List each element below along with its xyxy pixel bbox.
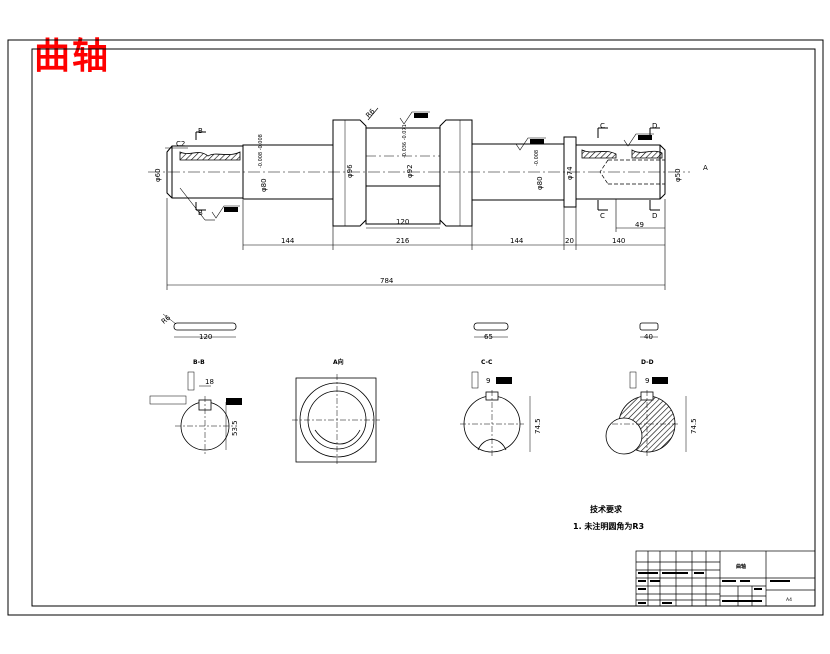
dim-d60: φ60 (154, 168, 162, 182)
section-title-dd: D-D (641, 359, 654, 366)
dim-d80-left: φ80 (260, 178, 268, 192)
dim-d96: φ96 (346, 164, 354, 178)
dim-d80-left-tol: -0.008 -0.008 (258, 134, 264, 168)
shaft-main-view (148, 119, 690, 227)
bb-dim-18: 18 (205, 378, 214, 386)
dim-784: 784 (380, 277, 394, 285)
dd-dim-9: 9 (645, 377, 649, 385)
cut-label-b-bottom: B (198, 209, 203, 217)
title-block-fill-marks (638, 572, 790, 604)
section-a-view (292, 374, 380, 466)
key-dim-65: 65 (484, 333, 493, 341)
roughness-marks (211, 111, 654, 219)
key-details (162, 313, 659, 338)
cc-dim-9: 9 (486, 377, 490, 385)
dim-120: 120 (396, 218, 409, 226)
dim-144-left: 144 (281, 237, 295, 245)
cc-dim-74: 74.5 (534, 418, 542, 434)
dim-d74: φ74 (566, 166, 574, 180)
cut-label-c-bottom: C (600, 212, 605, 220)
dim-d92: φ92 (406, 164, 414, 178)
dim-d80-right-tol: -0.008 (534, 150, 540, 166)
main-dim-lines (165, 107, 666, 290)
key-dim-40: 40 (644, 333, 653, 341)
title-block-part-name: 曲轴 (736, 563, 746, 570)
cut-plane-markers (195, 127, 660, 211)
dim-144-right: 144 (510, 237, 524, 245)
title-block-sheet: A4 (786, 597, 792, 603)
drawing-title: 曲轴 (34, 35, 111, 77)
dim-216: 216 (396, 237, 410, 245)
dim-49: 49 (635, 221, 644, 229)
symbol-a: A (703, 164, 708, 172)
bb-dim-53: 53.5 (231, 420, 239, 436)
dim-140: 140 (612, 237, 625, 245)
dim-r6: R6 (364, 107, 377, 120)
title-block (635, 550, 816, 607)
section-bb (175, 385, 236, 456)
section-cc (460, 390, 531, 458)
dim-d92-tol: -0.036 -0.071 (402, 124, 408, 158)
dim-chamfer: C2 (176, 140, 185, 148)
outer-frame (7, 39, 824, 616)
dd-dim-74: 74.5 (690, 418, 698, 434)
cut-label-c-top: C (600, 122, 605, 130)
dim-20: 20 (565, 237, 574, 245)
section-title-aa: A向 (333, 358, 344, 366)
section-dd (605, 390, 687, 458)
section-title-cc: C-C (481, 359, 493, 366)
key-dim-r4: R6 (160, 313, 173, 325)
inner-frame (31, 48, 816, 607)
cut-label-d-top: D (652, 122, 657, 130)
key-dim-120: 120 (199, 333, 212, 341)
tech-req-heading: 技术要求 (590, 504, 623, 514)
section-title-bb: B-B (193, 359, 205, 366)
tech-req-item-1: 1. 未注明圆角为R3 (573, 521, 644, 531)
dim-d80-right: φ80 (536, 176, 544, 190)
cut-label-d-bottom: D (652, 212, 657, 220)
cut-label-b-top: B (198, 127, 203, 135)
dim-d50: φ50 (674, 168, 682, 182)
